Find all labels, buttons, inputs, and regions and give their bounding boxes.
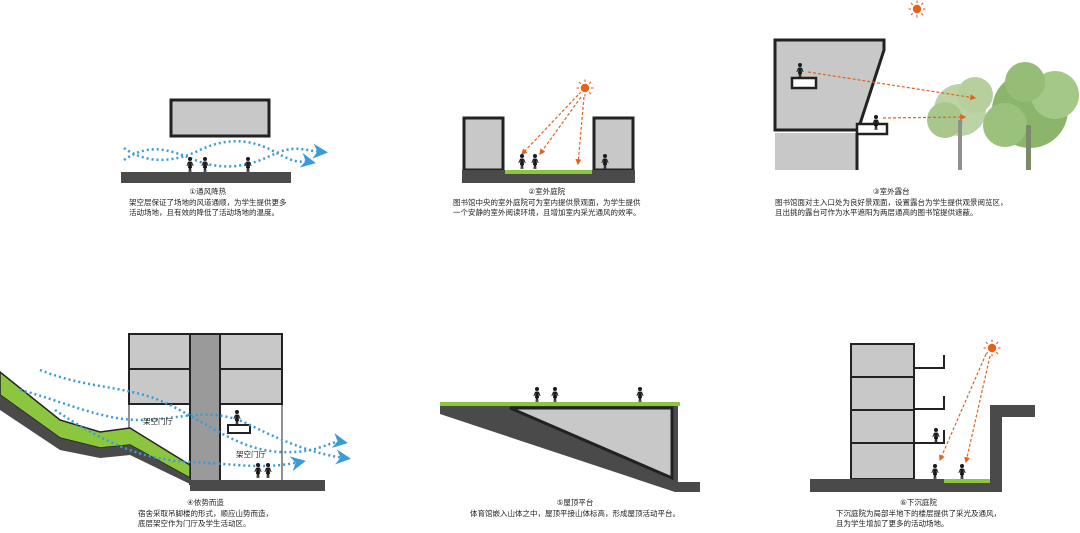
panel-2-illustration	[462, 78, 635, 183]
panel-6-illustration	[810, 338, 1035, 492]
dorm-floor	[219, 333, 283, 370]
left-wing	[462, 116, 505, 172]
panel-5-illustration	[440, 386, 700, 492]
caption-line: 且为学生增加了更多的活动场地。	[836, 519, 949, 528]
ground-slab	[121, 172, 291, 183]
caption-line: 一个安静的室外阅读环境，且增加室内采光通风的效率。	[453, 208, 641, 217]
building-floor	[850, 442, 915, 480]
wind-flow	[123, 143, 328, 168]
caption-panel-5: ⑤屋顶平台 体育馆嵌入山体之中，屋顶平接山体标高，形成屋顶活动平台。	[470, 498, 680, 519]
dorm-floor	[128, 368, 193, 405]
library-base	[775, 133, 857, 170]
caption-line: 且出挑的露台可作为水平遮阳为两层通高的图书馆提供遮蔽。	[775, 208, 978, 217]
wind-flow	[54, 408, 306, 472]
caption-title: ①通风降热	[189, 187, 227, 196]
ground-slab	[190, 480, 325, 491]
person-icon	[201, 156, 209, 173]
person-icon	[551, 386, 559, 403]
caption-line: 架空层保证了场地的风道通顺，为学生提供更多	[129, 197, 287, 207]
person-icon	[958, 463, 966, 480]
core-stair	[189, 333, 221, 485]
person-icon	[233, 409, 241, 426]
building-floor	[850, 409, 915, 444]
wind-flow	[123, 140, 316, 168]
dorm-floor	[219, 368, 283, 405]
panel-4-illustration	[0, 333, 351, 491]
roof-lawn	[440, 402, 680, 406]
person-icon	[531, 153, 539, 170]
caption-panel-3: ③室外露台 图书馆面对主入口处为良好景观面，设置露台为学生提供观景阅览区， 且出…	[775, 187, 1008, 219]
caption-line: 图书馆面对主入口处为良好景观面，设置露台为学生提供观景阅览区，	[775, 197, 1008, 207]
retaining-wall	[810, 405, 1035, 492]
panel-1-illustration	[121, 98, 328, 183]
caption-panel-4: ④依势而造 宿舍采取吊脚楼的形式，顺应山势而造， 底层架空作为门厅及学生活动区。	[138, 498, 273, 530]
gym-volume	[509, 406, 674, 481]
person-icon	[186, 156, 194, 173]
person-icon	[254, 462, 262, 479]
caption-line: 宿舍采取吊脚楼的形式，顺应山势而造，	[138, 508, 273, 518]
caption-panel-2: ②室外庭院 图书馆中央的室外庭院可为室内提供景观面，为学生提供 一个安静的室外阅…	[453, 187, 641, 219]
building-floor	[850, 343, 915, 378]
caption-line: 底层架空作为门厅及学生活动区。	[138, 519, 251, 528]
caption-line: 下沉庭院为局部半地下的楼层提供了采光及通风，	[836, 508, 1001, 518]
upper-terrace	[790, 76, 818, 90]
caption-title: ④依势而造	[187, 498, 224, 507]
caption-line: 图书馆中央的室外庭院可为室内提供景观面，为学生提供	[453, 197, 641, 207]
person-icon	[518, 153, 526, 170]
person-icon	[244, 156, 252, 173]
caption-line: 体育馆嵌入山体之中，屋顶平接山体标高，形成屋顶活动平台。	[470, 508, 680, 518]
caption-line: 活动场地，且有效的降低了活动场地的温度。	[129, 208, 279, 217]
caption-title: ⑤屋顶平台	[556, 498, 594, 507]
caption-panel-1: ①通风降热 架空层保证了场地的风道通顺，为学生提供更多 活动场地，且有效的降低了…	[129, 187, 287, 219]
right-wing	[592, 116, 635, 172]
courtyard-lawn	[505, 170, 592, 174]
tree-icon	[983, 62, 1079, 170]
person-icon	[931, 463, 939, 480]
panel-3-illustration	[773, 0, 1079, 170]
stilt-hall-label: 架空门厅	[143, 417, 173, 426]
wind-flow	[39, 368, 348, 454]
person-icon	[636, 386, 644, 403]
lower-terrace	[855, 122, 889, 136]
library-block	[773, 38, 886, 132]
sun-icon	[575, 78, 595, 98]
sun-icon	[907, 0, 927, 19]
sun-icon	[982, 338, 1002, 358]
raised-building	[169, 98, 271, 138]
person-icon	[533, 386, 541, 403]
caption-title: ⑥下沉庭院	[900, 498, 937, 507]
person-icon	[932, 427, 940, 444]
building-floor	[850, 376, 915, 411]
terrace	[227, 424, 251, 434]
person-icon	[264, 462, 272, 479]
caption-title: ②室外庭院	[528, 187, 566, 196]
caption-title: ③室外露台	[872, 187, 910, 196]
stilt-hall-label: 架空门厅	[236, 450, 266, 459]
caption-panel-6: ⑥下沉庭院 下沉庭院为局部半地下的楼层提供了采光及通风， 且为学生增加了更多的活…	[836, 498, 1001, 530]
sunken-lawn	[944, 479, 990, 483]
dorm-floor	[128, 333, 193, 370]
